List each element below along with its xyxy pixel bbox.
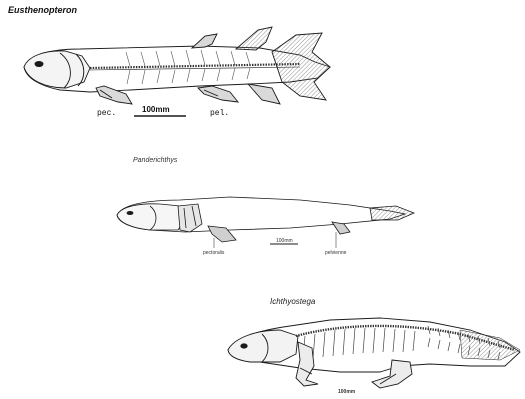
title-panderichthys: Panderichthys bbox=[133, 157, 177, 164]
eusthenopteron-drawing bbox=[24, 27, 330, 116]
label-pec: pec. bbox=[97, 109, 116, 118]
scale-label-ichthyostega: 100mm bbox=[338, 389, 355, 395]
title-eusthenopteron: Eusthenopteron bbox=[8, 5, 77, 15]
label-pel: pel. bbox=[210, 109, 229, 118]
title-ichthyostega: Ichthyostega bbox=[270, 297, 315, 306]
ichthyostega-drawing bbox=[228, 318, 520, 388]
scale-label-eusthenopteron: 100mm bbox=[142, 105, 170, 114]
panderichthys-drawing bbox=[117, 197, 414, 248]
scale-label-panderichthys: 100mm bbox=[276, 238, 293, 244]
label-pelvienne: pelvienne bbox=[325, 250, 346, 256]
label-pectoralis: pectoralis bbox=[203, 250, 224, 256]
